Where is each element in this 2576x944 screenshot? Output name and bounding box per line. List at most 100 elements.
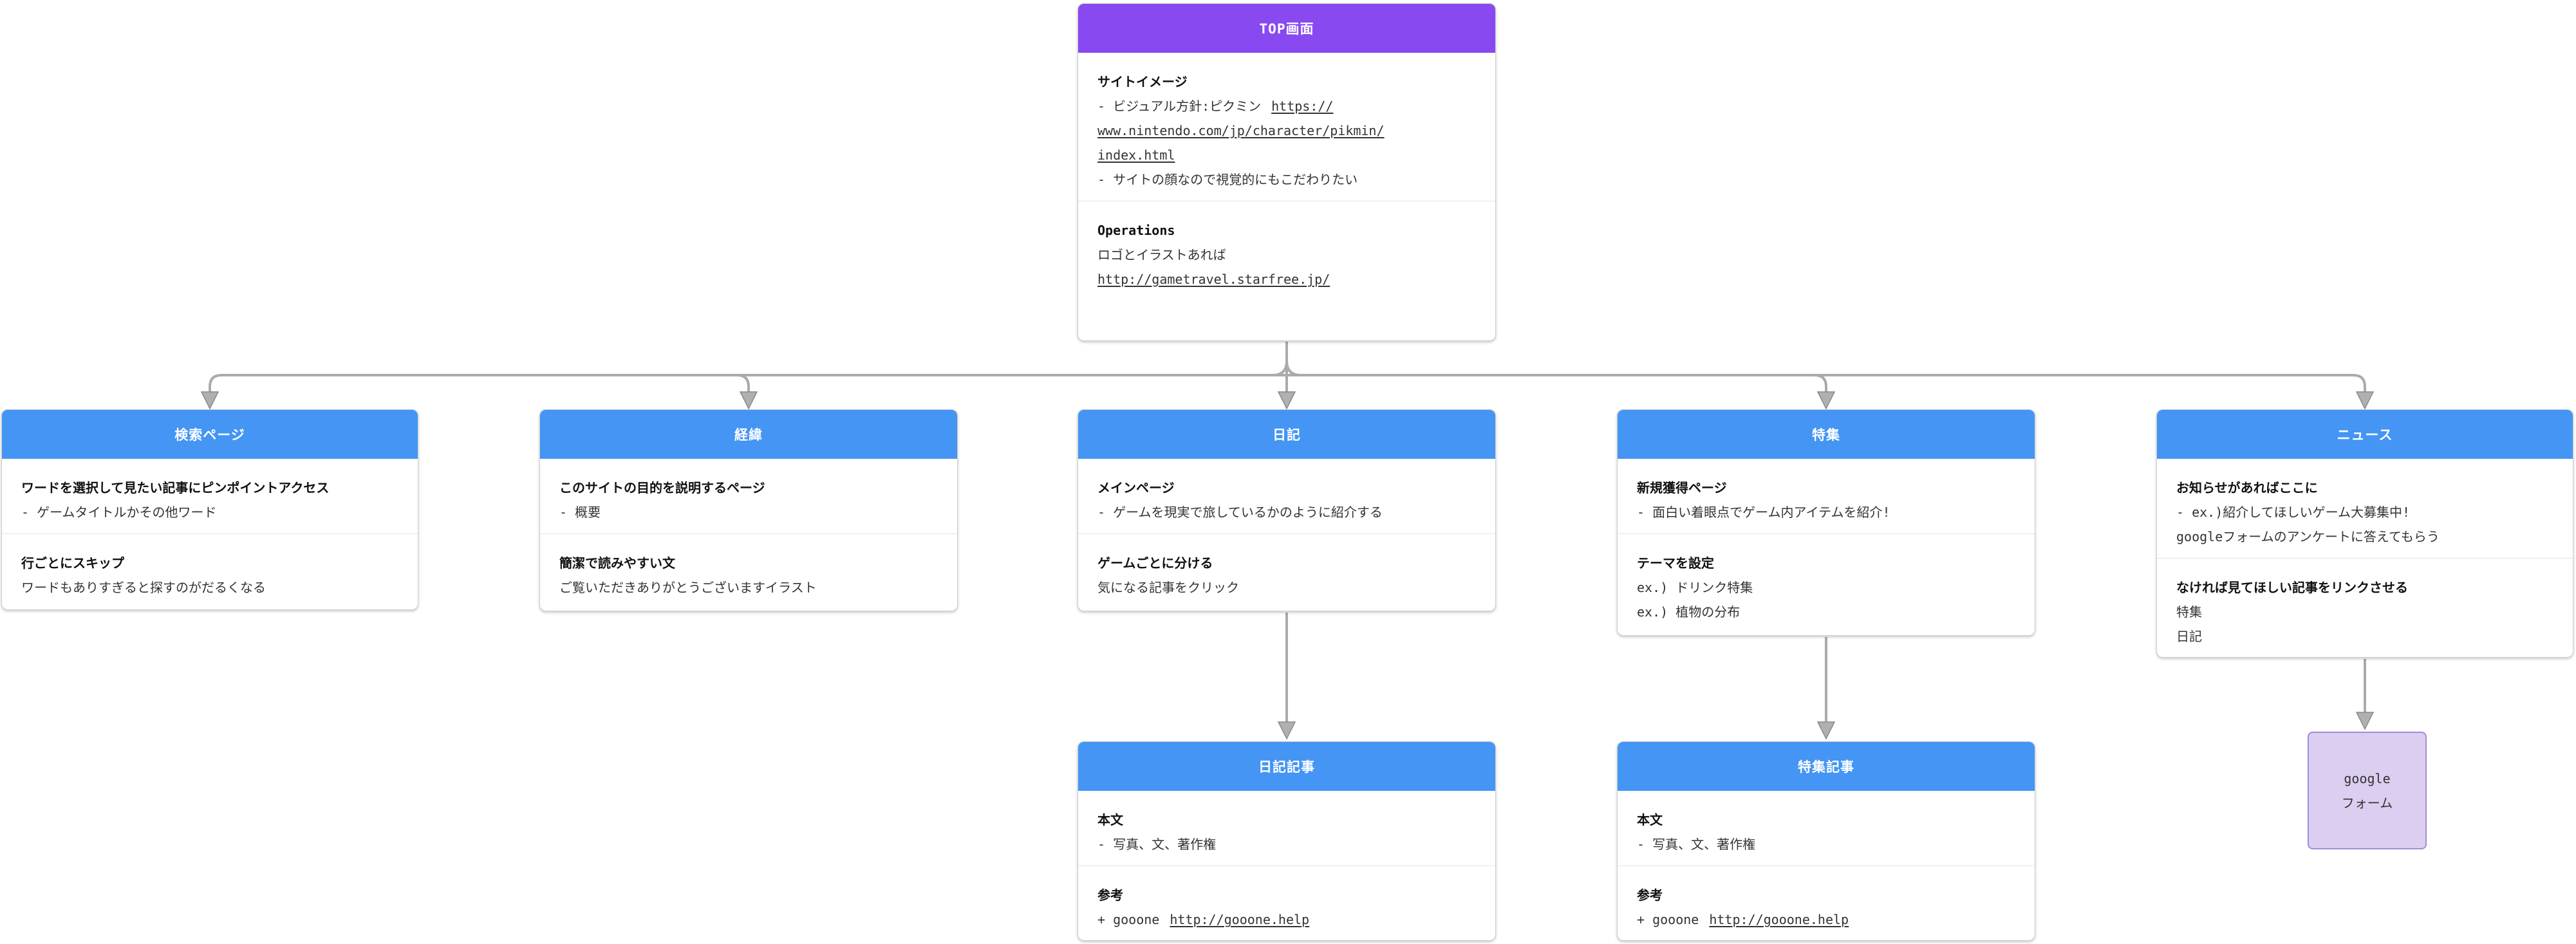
text-line: index.html (1097, 143, 1476, 167)
node-section: 簡潔で読みやすい文 ご覧いただきありがとうございますイラスト (540, 533, 957, 609)
text-line: ロゴとイラストあれば (1097, 243, 1476, 267)
section-heading: メインページ (1097, 480, 1175, 495)
section-heading: 本文 (1097, 812, 1123, 828)
connector-junction-flare (1272, 360, 1302, 376)
text-segment: ご覧いただきありがとうございますイラスト (559, 580, 817, 595)
arrowhead-diary (1277, 391, 1296, 410)
node-title: 検索ページ (2, 410, 418, 459)
link-text[interactable]: www.nintendo.com/jp/character/pikmin/ (1097, 123, 1385, 138)
node-title: 特集記事 (1618, 742, 2035, 791)
link-text[interactable]: https:// (1271, 98, 1334, 114)
arrowhead-feature (1816, 391, 1836, 410)
text-line: www.nintendo.com/jp/character/pikmin/ (1097, 118, 1476, 143)
node-section: サイトイメージ - ビジュアル方針:ピクミン https:// www.ninte… (1078, 53, 1495, 201)
text-segment: - ビジュアル方針:ピクミン (1097, 98, 1262, 114)
text-segment: ex.) 植物の分布 (1637, 604, 1741, 620)
section-heading: お知らせがあればここに (2176, 480, 2318, 495)
text-line: - ゲームタイトルかその他ワード (21, 500, 398, 524)
node-top-screen[interactable]: TOP画面 サイトイメージ - ビジュアル方針:ピクミン https:// www… (1078, 3, 1496, 341)
link-text[interactable]: http://gooone.help (1170, 912, 1310, 927)
text-segment: - ゲームを現実で旅しているかのように紹介する (1097, 504, 1383, 520)
node-section: 行ごとにスキップ ワードもありすぎると探すのがだるくなる (2, 533, 418, 609)
text-line: googleフォームのアンケートに答えてもらう (2176, 524, 2553, 549)
node-google-form[interactable]: google フォーム (2308, 732, 2427, 849)
section-heading: テーマを設定 (1637, 555, 1714, 571)
arrowhead-diary-article (1277, 721, 1296, 740)
node-search-page[interactable]: 検索ページ ワードを選択して見たい記事にピンポイントアクセス - ゲームタイトル… (1, 409, 418, 610)
text-segment: - ゲームタイトルかその他ワード (21, 504, 217, 520)
node-title: TOP画面 (1078, 4, 1495, 53)
section-heading: 参考 (1097, 887, 1123, 903)
text-segment: 気になる記事をクリック (1097, 580, 1239, 595)
text-line: http://gametravel.starfree.jp/ (1097, 267, 1476, 292)
link-text[interactable]: http://gooone.help (1709, 912, 1849, 927)
text-segment: ワードもありすぎると探すのがだるくなる (21, 580, 266, 595)
link-text[interactable]: index.html (1097, 147, 1175, 163)
connector-bus (209, 374, 2366, 393)
section-heading: 行ごとにスキップ (21, 555, 124, 571)
text-segment: - 概要 (559, 504, 601, 520)
form-label-line2: フォーム (2341, 795, 2393, 811)
node-feature[interactable]: 特集 新規獲得ページ - 面白い着眼点でゲーム内アイテムを紹介! テーマを設定 … (1617, 409, 2035, 636)
link-text[interactable]: http://gametravel.starfree.jp/ (1097, 272, 1330, 287)
node-section: お知らせがあればここに - ex.)紹介してほしいゲーム大募集中! google… (2157, 459, 2573, 558)
node-title: ニュース (2157, 410, 2573, 459)
text-line: 特集 (2176, 600, 2553, 624)
section-heading: Operations (1097, 223, 1175, 238)
text-line: - 面白い着眼点でゲーム内アイテムを紹介! (1637, 500, 2015, 524)
node-title: 日記記事 (1078, 742, 1495, 791)
node-section: 本文 - 写真、文、著作権 (1618, 791, 2035, 865)
text-line: ご覧いただきありがとうございますイラスト (559, 575, 938, 600)
connector-branch-history (736, 374, 750, 393)
section-heading: サイトイメージ (1097, 74, 1188, 89)
text-segment: ex.) ドリンク特集 (1637, 580, 1753, 595)
node-diary[interactable]: 日記 メインページ - ゲームを現実で旅しているかのように紹介する ゲームごとに… (1078, 409, 1496, 611)
text-line: - サイトの顔なので視覚的にもこだわりたい (1097, 167, 1476, 192)
section-heading: 本文 (1637, 812, 1663, 828)
node-section: ワードを選択して見たい記事にピンポイントアクセス - ゲームタイトルかその他ワー… (2, 459, 418, 533)
node-feature-article[interactable]: 特集記事 本文 - 写真、文、著作権 参考 + gooone http://goo… (1617, 741, 2035, 941)
text-line: + gooone http://gooone.help (1097, 907, 1476, 932)
arrowhead-feature-article (1816, 721, 1836, 740)
text-segment: googleフォームのアンケートに答えてもらう (2176, 529, 2440, 544)
section-heading: 参考 (1637, 887, 1663, 903)
arrowhead-search (200, 391, 219, 410)
text-line: 気になる記事をクリック (1097, 575, 1476, 600)
node-section: なければ見てほしい記事をリンクさせる 特集 日記 (2157, 558, 2573, 658)
text-line: - ゲームを現実で旅しているかのように紹介する (1097, 500, 1476, 524)
node-section: 参考 + gooone http://gooone.help (1618, 865, 2035, 941)
text-line: - 写真、文、著作権 (1637, 832, 2015, 856)
section-heading: 簡潔で読みやすい文 (559, 555, 675, 571)
node-section: Operations ロゴとイラストあれば http://gametravel.… (1078, 201, 1495, 301)
text-segment: - 写真、文、著作権 (1637, 837, 1756, 852)
section-heading: ゲームごとに分ける (1097, 555, 1213, 571)
node-news[interactable]: ニュース お知らせがあればここに - ex.)紹介してほしいゲーム大募集中! g… (2156, 409, 2573, 658)
node-section: 新規獲得ページ - 面白い着眼点でゲーム内アイテムを紹介! (1618, 459, 2035, 533)
node-diary-article[interactable]: 日記記事 本文 - 写真、文、著作権 参考 + gooone http://goo… (1078, 741, 1496, 941)
text-segment: - 写真、文、著作権 (1097, 837, 1217, 852)
text-line: - ex.)紹介してほしいゲーム大募集中! (2176, 500, 2553, 524)
section-heading: ワードを選択して見たい記事にピンポイントアクセス (21, 480, 330, 495)
node-history[interactable]: 経緯 このサイトの目的を説明するページ - 概要 簡潔で読みやすい文 ご覧いただ… (539, 409, 958, 611)
connector-branch-feature (1814, 374, 1827, 393)
text-line: - 写真、文、著作権 (1097, 832, 1476, 856)
section-heading: 新規獲得ページ (1637, 480, 1727, 495)
text-line: ワードもありすぎると探すのがだるくなる (21, 575, 398, 600)
text-segment: 特集 (2176, 604, 2202, 620)
node-section: メインページ - ゲームを現実で旅しているかのように紹介する (1078, 459, 1495, 533)
form-label-line1: google (2344, 770, 2391, 786)
node-section: ゲームごとに分ける 気になる記事をクリック (1078, 533, 1495, 609)
text-line: ex.) ドリンク特集 (1637, 575, 2015, 600)
section-heading: なければ見てほしい記事をリンクさせる (2176, 580, 2408, 595)
node-title: 特集 (1618, 410, 2035, 459)
text-segment: + gooone (1097, 912, 1160, 927)
text-segment: - ex.)紹介してほしいゲーム大募集中! (2176, 504, 2411, 520)
text-segment: - サイトの顔なので視覚的にもこだわりたい (1097, 172, 1358, 187)
node-title: 経緯 (540, 410, 957, 459)
node-section: 参考 + gooone http://gooone.help (1078, 865, 1495, 941)
text-line: - 概要 (559, 500, 938, 524)
text-segment: + gooone (1637, 912, 1699, 927)
node-section: 本文 - 写真、文、著作権 (1078, 791, 1495, 865)
arrowhead-history (739, 391, 758, 410)
text-line: + gooone http://gooone.help (1637, 907, 2015, 932)
